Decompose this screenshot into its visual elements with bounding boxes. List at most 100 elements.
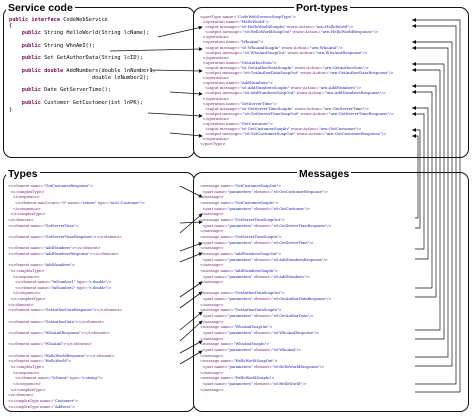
xml-line: </s:sequence> [8, 381, 41, 386]
code-line: double lnNumber2); [9, 75, 156, 81]
code-text: CodeWebService [60, 17, 108, 23]
code-line: public double AddNumbers(double lnNumber… [9, 68, 156, 74]
xml-line: </portType> [200, 141, 226, 147]
xml-line: <part name="parameters" element="s0:WhoA… [200, 348, 302, 353]
xml-line: <s:element minOccurs="0" name="return" t… [8, 200, 145, 205]
xml-line: <part name="parameters" element="s0:Hell… [200, 365, 325, 369]
xml-line: <s:element name="GetCustomerResponse"> [8, 184, 94, 188]
xml-line: </message> [200, 353, 224, 358]
xml-line: <s:element name="AddNumbersResponse"></s… [8, 251, 119, 256]
service-code-title: Service code [6, 2, 75, 14]
xml-line: </operation> [200, 95, 230, 101]
xml-line: </s:complexType> [8, 297, 46, 302]
xml-line: </message> [200, 229, 224, 234]
xml-line: <output message="s0:AddNumbersSoapOut" w… [200, 90, 386, 96]
xml-line: <message name="GetAuthorDataSoapOut"> [200, 291, 285, 296]
xml-line: </message> [200, 195, 224, 200]
xml-line: <message name="GetAuthorDataSoapIn"> [200, 308, 282, 313]
xml-line: <s:element name="GetAuthorDataResponse">… [8, 308, 123, 313]
types-panel [3, 172, 195, 412]
xml-line: <output message="s0:GetServerTimeSoapOut… [200, 110, 394, 116]
types-listing: <s:element name="GetCustomerResponse"> <… [8, 184, 145, 410]
xml-line: <s:element name="WhoAmIResponse"></s:ele… [8, 331, 110, 336]
xml-line: <output message="s0:GetAuthorDataSoapOut… [200, 70, 394, 76]
xml-line: <operation name="GetServerTime"> [200, 100, 277, 106]
xml-line: </s:element> [8, 302, 34, 307]
xml-line: </message> [200, 302, 224, 307]
code-text: String HelloWorld(String lcName); [40, 29, 150, 36]
xml-line: <message name="GetCustomerSoapOut"> [200, 184, 282, 188]
xml-line: <s:element name="AddNumbers"></s:element… [8, 246, 101, 251]
xml-line: </operation> [200, 75, 230, 81]
xml-line: <s:element name="GetServerTime"> [8, 223, 79, 228]
xml-line: </message> [200, 319, 224, 324]
xml-line: <input message="s0:AddNumbersSoapIn" wsa… [200, 85, 362, 91]
xml-line: <input message="s0:HelloWorldSoapIn" wsa… [200, 24, 354, 30]
xml-line: <s:element name="HelloWorld"> [8, 359, 72, 364]
code-text: Set GetAuthorData(String lcID); [40, 55, 143, 62]
xml-line: <s:element name="AddNumbers"> [8, 263, 75, 268]
xml-line: <part name="parameters" element="s0:GetA… [200, 297, 332, 302]
xml-line: <s:element name="GetServerTimeResponse">… [8, 234, 123, 239]
xml-line: <message name="HelloWorldSoapIn"> [200, 376, 275, 381]
code-text: double lnNumber2); [9, 74, 150, 81]
code-line: public Set GetAuthorData(String lcID); [9, 55, 156, 61]
port-types-listing: <portType name="CodeWebServiceSoapType">… [200, 14, 394, 146]
xml-line: <portType name="CodeWebServiceSoapType"> [200, 14, 297, 19]
xml-line: <part name="parameters" element="s0:WhoA… [200, 331, 320, 336]
xml-line: <s:complexType> [8, 268, 45, 273]
xml-line: </operation> [200, 34, 230, 40]
xml-line: <operation name="GetAuthorData"> [200, 59, 277, 65]
xml-line: <s:element name="GetAuthorData"></s:elem… [8, 319, 105, 324]
service-code-listing: public interface CodeWebService{ public … [9, 17, 156, 113]
xml-line: </operation> [200, 136, 230, 142]
code-line: public String HelloWorld(String lcName); [9, 30, 156, 36]
code-line: public interface CodeWebService [9, 17, 156, 23]
xml-line: </operation> [200, 115, 230, 121]
xml-line: <message name="WhoAmISoapOut"> [200, 325, 273, 330]
code-keyword: public [9, 100, 41, 107]
xml-line: <s:element name="HelloWorldResponse"></s… [8, 353, 115, 358]
xml-line: </message> [200, 263, 224, 268]
xml-line: <message name="GetServerTimeSoapIn"> [200, 234, 282, 239]
xml-line: <output message="s0:HelloWorldSoapOut" w… [200, 29, 379, 35]
xml-line: <part name="parameters" element="s0:GetA… [200, 314, 314, 319]
code-keyword: public [9, 42, 41, 49]
code-line: public Date GetServerTime(); [9, 87, 156, 93]
xml-line: <message name="HelloWorldSoapOut"> [200, 359, 278, 364]
code-line: } [9, 107, 156, 113]
code-text: } [9, 106, 13, 113]
xml-line: <message name="AddNumbersSoapIn"> [200, 268, 279, 273]
xml-line: </message> [200, 387, 224, 392]
xml-line: <part name="parameters" element="s0:GetS… [200, 223, 332, 228]
types-title: Types [6, 168, 40, 180]
xml-line: <part name="parameters" element="s0:GetS… [200, 240, 314, 245]
code-keyword: public interface [9, 17, 61, 23]
xml-line: </message> [200, 336, 224, 341]
xml-line: <input message="s0:GetCustomerSoapIn" ws… [200, 126, 362, 132]
xml-line: <operation name="HelloWorld"> [200, 19, 270, 25]
code-text: AddNumbers(double lnNumber1, [63, 68, 156, 75]
code-keyword: public double [9, 68, 64, 75]
code-text: { [9, 23, 13, 30]
code-text: String WhoAmI(); [40, 42, 96, 49]
xml-line: </s:sequence> [8, 291, 41, 296]
xml-line: </message> [200, 246, 224, 251]
xml-line: </s:complexType> [8, 387, 46, 392]
xml-line: <part name="parameters" element="s0:AddN… [200, 257, 328, 262]
xml-line: <s:complexType> [8, 189, 45, 194]
code-keyword: public [9, 55, 41, 62]
code-keyword: public [9, 87, 41, 94]
xml-line: <s:element name="lcName" type="s:string"… [8, 376, 103, 381]
code-line: public String WhoAmI(); [9, 43, 156, 49]
code-text: Date GetServerTime(); [40, 87, 112, 94]
xml-line: </s:sequence> [8, 206, 41, 211]
xml-line: </operation> [200, 54, 230, 60]
port-types-title: Port-types [294, 2, 350, 14]
code-text: Customer GetCustomer(int lnPK); [40, 100, 143, 107]
xml-line: <output message="s0:WhoAmISoapOut" wsaw:… [200, 49, 368, 55]
xml-line: <output message="s0:GetCustomerSoapOut" … [200, 131, 387, 137]
xml-line: <s:complexType> [8, 365, 45, 369]
xml-line: <operation name="GetCustomer"> [200, 120, 274, 126]
xml-line: <operation name="AddNumbers"> [200, 80, 273, 86]
